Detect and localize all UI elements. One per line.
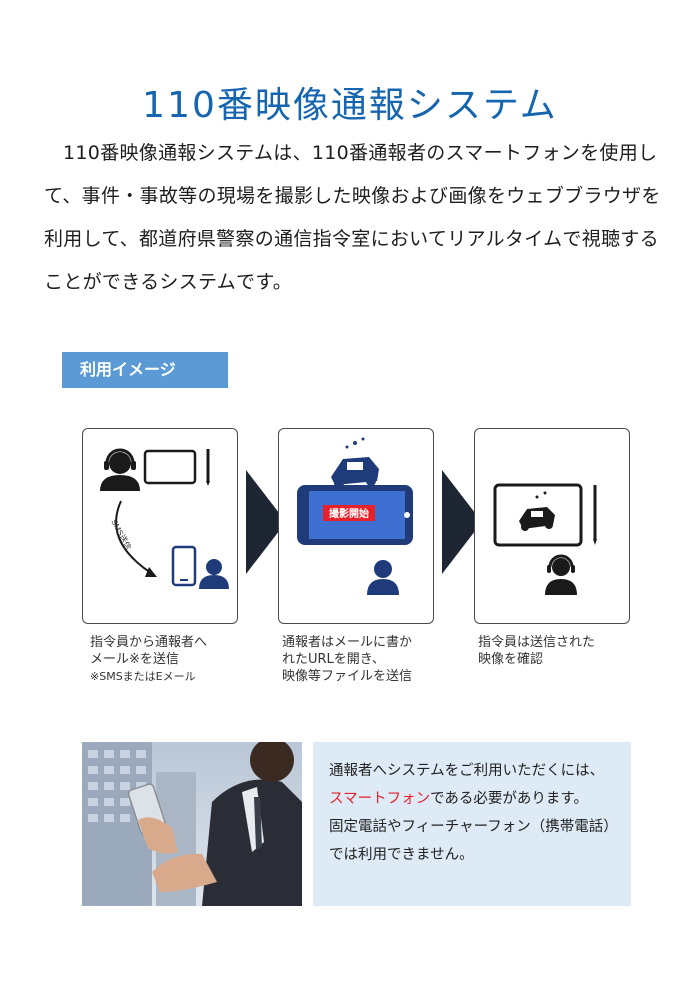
notice-line-2-rest: である必要があります。 — [430, 791, 588, 807]
step-3-caption: 指令員は送信された 映像を確認 — [478, 634, 595, 668]
smartphone-icon — [171, 545, 197, 587]
person-using-smartphone-photo — [82, 742, 302, 906]
step-3-caption-line-1: 指令員は送信された — [478, 635, 596, 650]
step-2-caption-line-3: 映像等ファイルを送信 — [282, 669, 413, 684]
step-3-caption-line-2: 映像を確認 — [478, 652, 544, 667]
crashed-car-icon — [331, 437, 379, 488]
operator-headset-icon — [545, 554, 577, 595]
notice-line-2: スマートフォンである必要があります。 — [329, 785, 615, 813]
sms-arrow-label: SMS送信 — [109, 517, 133, 551]
person-icon — [367, 560, 399, 595]
stylus-icon — [593, 485, 597, 545]
stylus-icon — [206, 449, 210, 486]
step-2-caption: 通報者はメールに書か れたURLを開き、 映像等ファイルを送信 — [282, 634, 412, 685]
step-1-caption-line-2: メール※を送信 — [90, 652, 179, 667]
smartphone-landscape-icon: 撮影開始 — [297, 485, 413, 545]
record-start-label: 撮影開始 — [329, 507, 369, 520]
person-icon — [199, 559, 229, 589]
tablet-icon — [143, 449, 197, 485]
step-1-caption: 指令員から通報者へ メール※を送信 ※SMSまたはEメール — [90, 634, 207, 685]
smartphone-required-notice: 通報者へシステムをご利用いただくには、 スマートフォンである必要があります。 固… — [313, 742, 631, 906]
page-title: 110番映像通報システム — [142, 85, 558, 127]
operator-headset-icon — [100, 448, 140, 491]
step-1-note: ※SMSまたはEメール — [90, 670, 196, 683]
step-2-caption-line-2: れたURLを開き、 — [282, 652, 385, 667]
notice-line-3: 固定電話やフィーチャーフォン（携帯電話） — [329, 819, 618, 835]
step-1-caption-line-1: 指令員から通報者へ — [90, 635, 208, 650]
notice-line-4: では利用できません。 — [329, 847, 474, 863]
intro-paragraph: 110番映像通報システムは、110番通報者のスマートフォンを使用して、事件・事故… — [44, 142, 661, 293]
section-label: 利用イメージ — [62, 352, 228, 388]
step-2-illustration: 撮影開始 — [278, 428, 434, 624]
notice-line-1: 通報者へシステムをご利用いただくには、 — [329, 763, 605, 779]
step-3-illustration — [474, 428, 630, 624]
step-2-caption-line-1: 通報者はメールに書か — [282, 635, 413, 650]
notice-highlight: スマートフォン — [329, 791, 431, 807]
tablet-video-icon — [493, 483, 583, 547]
step-1-illustration: SMS送信 — [82, 428, 238, 624]
curved-arrow-icon — [115, 500, 157, 577]
